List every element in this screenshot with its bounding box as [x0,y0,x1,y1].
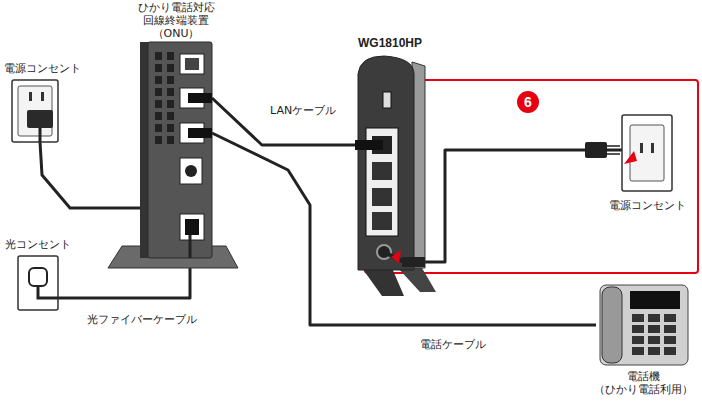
telephone-part [630,291,680,309]
router-device-part [402,257,425,267]
telephone-part [602,287,622,363]
onu-device-part [188,93,212,103]
telephone-part [632,347,644,355]
onu-device-part [148,42,212,258]
cable-label: 光ファイバーケーブル [85,313,199,327]
cable [425,150,622,262]
router-device-part [355,140,383,150]
router-device-part [362,268,404,296]
onu-device-part [167,64,174,72]
onu-device-part [167,136,174,144]
onu-device-part [180,158,202,184]
router-device: WG1810HP [355,56,425,270]
router-device [355,56,436,296]
telephone [600,285,688,365]
right-wall-outlet-part [640,143,643,153]
onu-device-part [167,100,174,108]
onu-device-part [155,100,162,108]
cable [40,142,140,208]
left-wall-outlet-part [29,92,32,101]
optical-outlet-part [29,268,47,286]
router-device-part [372,162,392,180]
telephone-part [664,314,676,322]
onu-device-part [167,76,174,84]
onu-device [140,42,212,258]
power-outlet: 電源コンセント [622,115,672,191]
onu-device-part [155,52,162,60]
right-wall-outlet-part [624,151,637,164]
optical-outlet [18,256,58,310]
onu-device-part [185,58,199,70]
cable-label: LANケーブル [268,104,338,118]
onu-device-part [189,235,192,258]
optical-outlet-part [18,256,58,310]
onu-device-part [180,54,204,74]
telephone-part [648,347,660,355]
device-label: ひかり電話対応 回線終端装置 （ONU） [126,1,226,40]
cable-label: 電話ケーブル [418,338,488,352]
optical-outlet: 光コンセント [18,256,58,310]
router-device-part [398,268,436,292]
right-wall-outlet-part [607,146,620,154]
left-wall-outlet-part [12,80,58,142]
power-outlet: 電源コンセント [12,80,58,142]
device-label: WG1810HP [345,37,435,50]
telephone-part [648,314,660,322]
cable [212,98,355,145]
telephone: 電話機 （ひかり電話利用） [596,283,690,367]
onu-device-part [155,64,162,72]
left-wall-outlet-part [27,110,53,128]
onu-device-part [167,52,174,60]
right-wall-outlet-part [585,142,607,158]
onu-device: ひかり電話対応 回線終端装置 （ONU） [140,42,212,258]
onu-device-part [185,219,199,235]
onu-device-part [155,136,162,144]
telephone-part [600,285,688,365]
telephone-part [664,347,676,355]
onu-device-part [180,214,204,240]
left-wall-outlet-part [41,92,44,101]
telephone-part [664,336,676,344]
left-wall-outlet-part [39,128,42,142]
left-wall-outlet-part [18,86,52,136]
onu-device-part [167,124,174,132]
right-wall-outlet-part [622,115,672,191]
telephone-part [648,325,660,333]
device-label: 電源コンセント [604,199,690,212]
device-label: 電源コンセント [2,62,82,75]
onu-device-part [167,112,174,120]
router-device-part [372,212,392,230]
device-label: 光コンセント [0,238,76,251]
onu-device-part [167,88,174,96]
router-device-part [391,250,401,263]
right-wall-outlet-part [630,125,664,181]
onu-device-part [155,124,162,132]
telephone-part [648,336,660,344]
router-device-part [372,188,392,206]
onu-device-part [185,165,197,177]
telephone-part [632,336,644,344]
telephone-part [632,314,644,322]
onu-device-part [155,88,162,96]
optical-outlet-part [38,286,58,298]
callout-number: 6 [517,91,539,113]
right-wall-outlet [585,115,672,191]
onu-device-part [188,128,212,138]
left-wall-outlet [12,80,58,142]
onu-device-part [155,112,162,120]
router-device-part [383,92,391,108]
right-wall-outlet-part [651,143,654,153]
router-device-part [358,56,414,270]
onu-device-part [155,76,162,84]
telephone-part [632,325,644,333]
device-label: 電話機 （ひかり電話利用） [590,370,696,396]
telephone-part [664,325,676,333]
